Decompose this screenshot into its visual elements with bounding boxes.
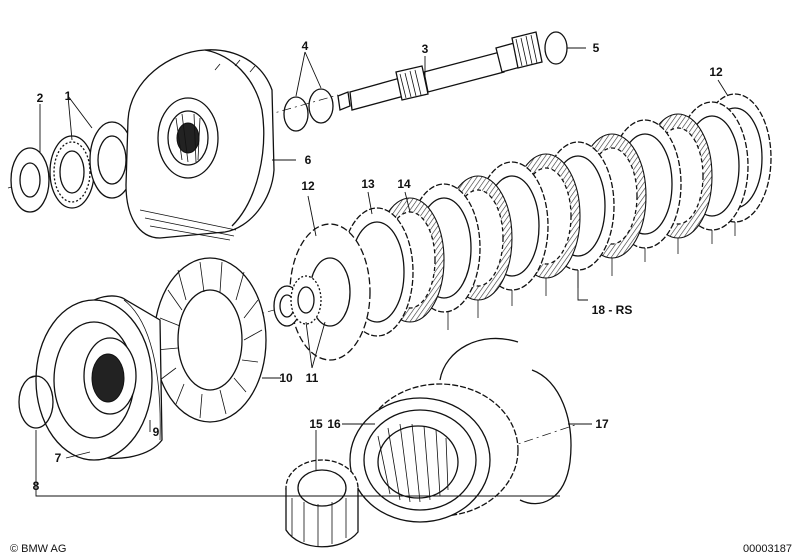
- callout-3: 3: [422, 42, 429, 56]
- callout-10: 10: [279, 371, 293, 385]
- callout-13: 13: [361, 177, 375, 191]
- needle-bearing-part-1: [49, 121, 135, 209]
- callout-17: 17: [595, 417, 609, 431]
- snap-ring-part-17: [439, 337, 572, 505]
- callout-8: 8: [33, 479, 40, 493]
- callout-9: 9: [153, 425, 160, 439]
- callout-18-rs: 18 - RS: [592, 303, 633, 317]
- thrust-washer-part-2: [10, 147, 50, 213]
- callout-6: 6: [305, 153, 312, 167]
- shaft-seal-ring-part-5: [544, 31, 568, 65]
- torque-converter-part-6: [125, 49, 275, 241]
- bearing-set-part-11: [273, 275, 322, 327]
- callout-12-front: 12: [301, 179, 315, 193]
- callout-15: 15: [309, 417, 323, 431]
- leader-lines: [35, 47, 729, 497]
- callout-16: 16: [327, 417, 341, 431]
- callout-2: 2: [37, 91, 44, 105]
- callout-1: 1: [65, 89, 72, 103]
- clutch-hub-part-15: [285, 459, 359, 548]
- callout-4: 4: [302, 39, 309, 53]
- callout-7: 7: [55, 451, 62, 465]
- input-shaft-part-3: [337, 31, 543, 111]
- clutch-plate-stack: [289, 93, 772, 361]
- callout-labels: 1 2 3 4 5 6 7 8 9 10 11 12 12 13 14 15 1…: [33, 39, 723, 493]
- callout-11: 11: [306, 371, 319, 385]
- callout-5: 5: [593, 41, 600, 55]
- copyright-text: © BMW AG: [10, 543, 66, 555]
- callout-14: 14: [397, 177, 411, 191]
- clutch-piston-part-7: [35, 295, 163, 461]
- snap-ring-part-8: [18, 375, 54, 429]
- callout-12-rear: 12: [709, 65, 723, 79]
- clutch-drum-part-16: [349, 383, 519, 523]
- seal-rings-part-4: [283, 88, 334, 132]
- diagram-number: 00003187: [743, 543, 792, 555]
- diaphragm-spring-part-10: [153, 257, 267, 423]
